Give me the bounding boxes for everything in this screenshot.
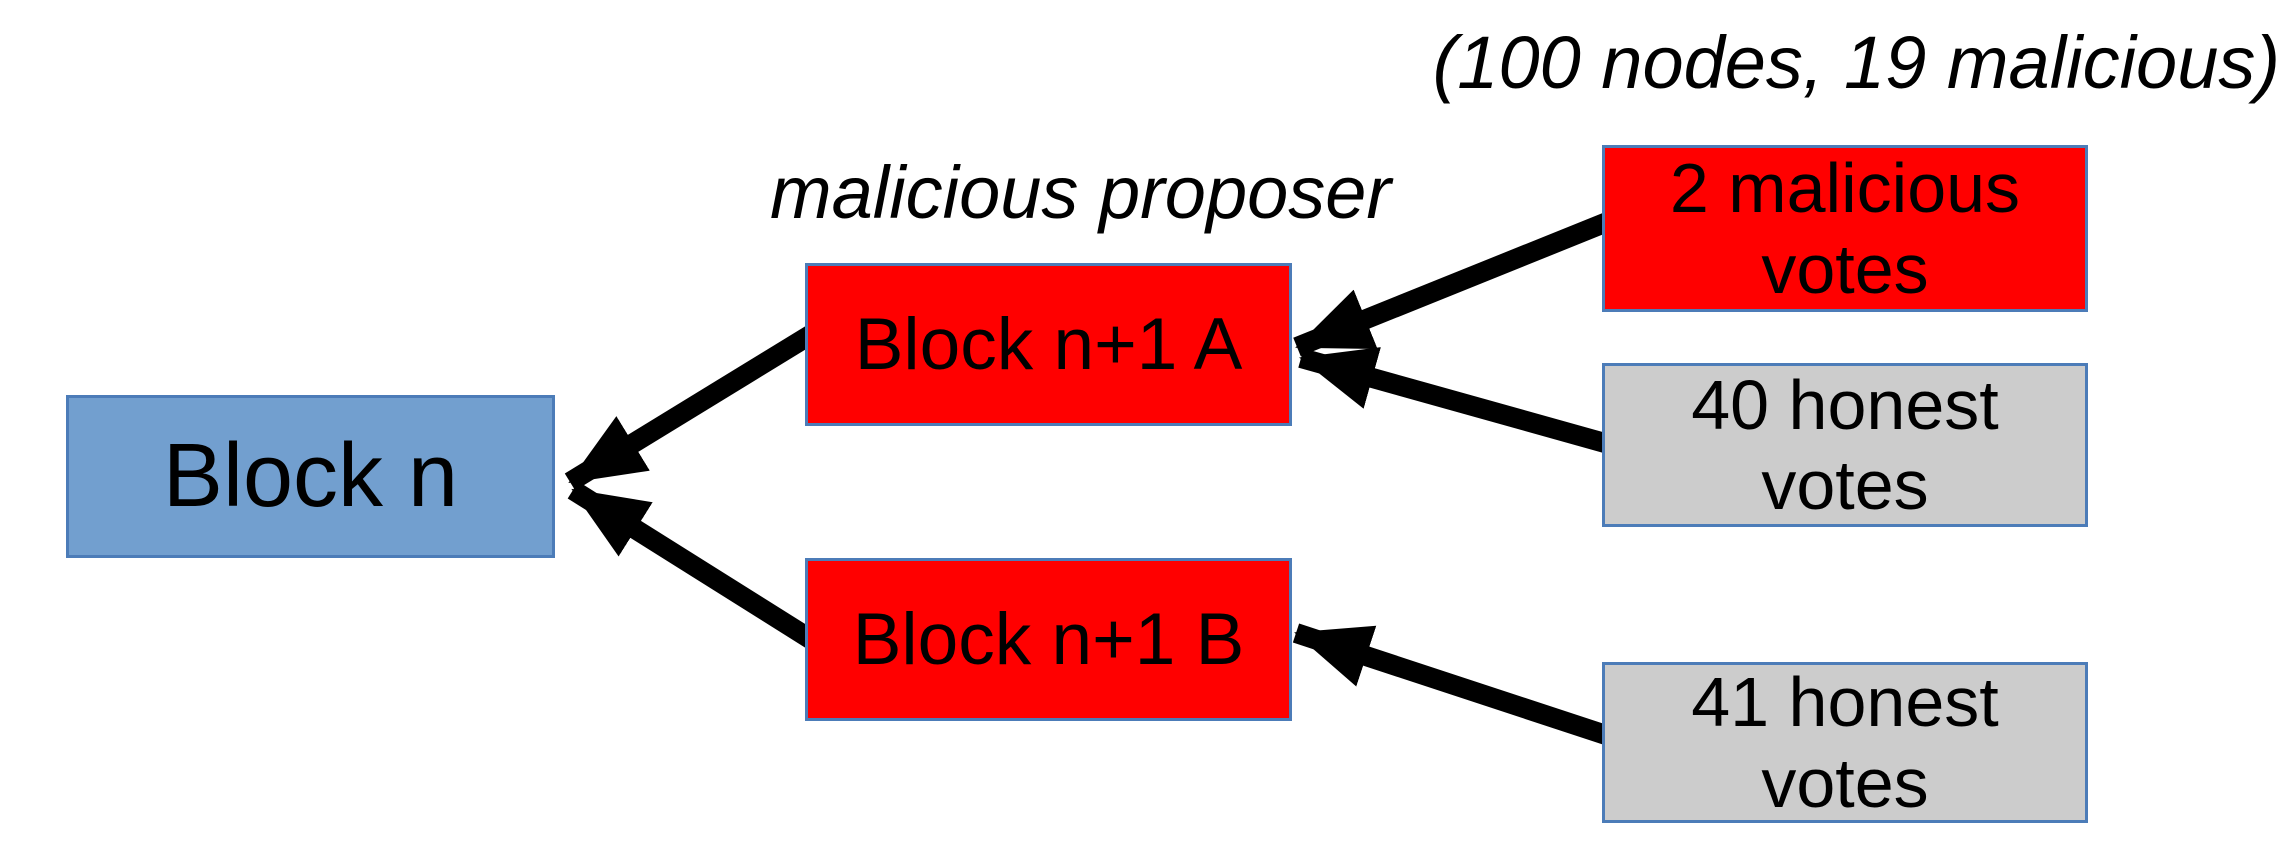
- arrow-honest-votes-to-fork-a: [1298, 347, 1615, 455]
- arrow-fork-b-to-parent: [567, 481, 821, 651]
- malicious-votes-node: 2 malicious votes: [1602, 145, 2088, 312]
- block-n1-b-node: Block n+1 B: [805, 558, 1292, 721]
- arrow-fork-a-to-parent: [564, 323, 821, 491]
- block-n-node: Block n: [66, 395, 555, 558]
- honest-votes-b-node: 41 honest votes: [1602, 662, 2088, 823]
- honest-votes-a-node: 40 honest votes: [1602, 363, 2088, 527]
- arrow-honest-votes-to-fork-b: [1292, 623, 1616, 747]
- network-size-annotation: (100 nodes, 19 malicious): [1432, 21, 2280, 104]
- block-n1-a-node: Block n+1 A: [805, 263, 1292, 426]
- malicious-proposer-annotation: malicious proposer: [770, 151, 1392, 234]
- arrow-malicious-votes-to-fork-a: [1293, 210, 1616, 357]
